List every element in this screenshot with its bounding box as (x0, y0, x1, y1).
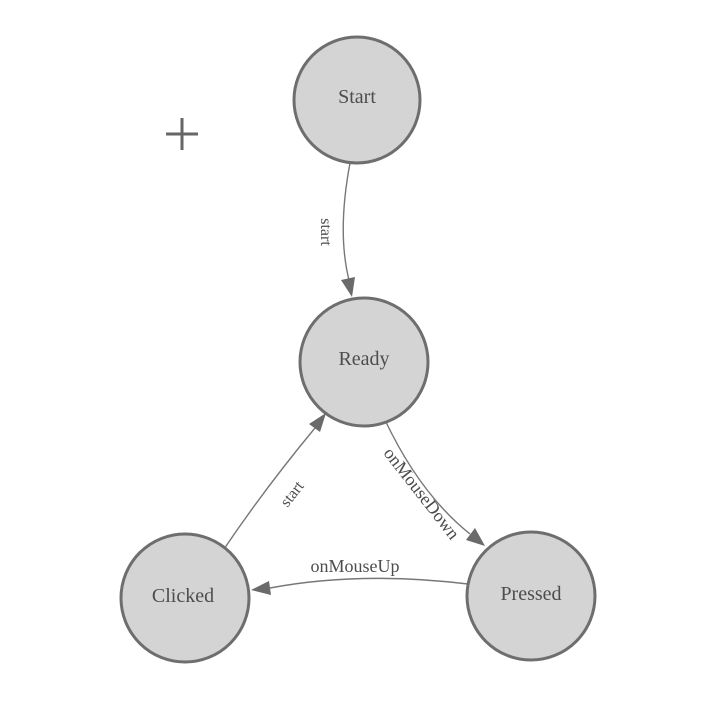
arrowhead-icon (341, 277, 355, 297)
node-ready-circle[interactable] (298, 296, 430, 428)
node-clicked-circle[interactable] (119, 532, 251, 664)
arrowhead-icon (309, 413, 326, 432)
edge-label-start-top: start (317, 218, 334, 246)
edge-ready-to-pressed[interactable]: onMouseDown (380, 419, 485, 546)
edge-line[interactable] (342, 162, 351, 281)
edge-pressed-to-clicked[interactable]: onMouseUp (251, 556, 469, 595)
edge-start-to-ready[interactable]: start (317, 162, 355, 297)
arrowhead-icon (251, 581, 271, 595)
edge-label-onmouseup: onMouseUp (311, 556, 400, 576)
node-clicked[interactable]: Clicked (119, 532, 251, 664)
edge-label-start-bottom: start (277, 478, 308, 511)
node-ready-label: Ready (338, 348, 389, 370)
node-pressed-label: Pressed (500, 583, 561, 605)
node-pressed[interactable]: Pressed (465, 530, 597, 662)
node-clicked-label: Clicked (152, 585, 214, 607)
node-start[interactable]: Start (292, 35, 422, 165)
edge-label-onmousedown: onMouseDown (380, 443, 464, 543)
edge-line[interactable] (223, 427, 316, 550)
arrowhead-icon (466, 528, 485, 546)
plus-icon (166, 118, 198, 150)
edge-line[interactable] (269, 577, 469, 589)
node-start-circle[interactable] (292, 35, 422, 165)
node-start-label: Start (338, 86, 376, 108)
node-ready[interactable]: Ready (298, 296, 430, 428)
node-pressed-circle[interactable] (465, 530, 597, 662)
edge-line[interactable] (384, 419, 471, 535)
edge-clicked-to-ready[interactable]: start (223, 413, 326, 550)
